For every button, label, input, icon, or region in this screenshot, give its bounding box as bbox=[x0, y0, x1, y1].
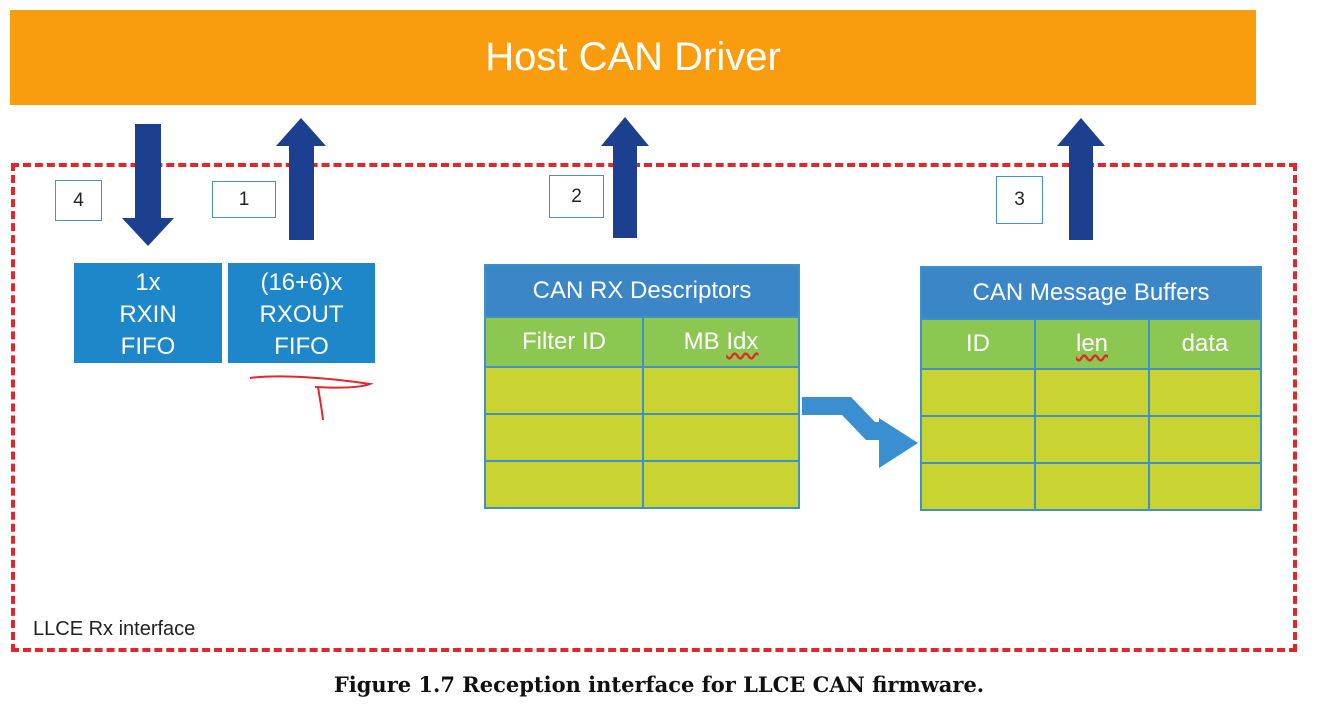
can-rx-descriptors-table: CAN RX Descriptors Filter ID MB Idx bbox=[484, 264, 800, 509]
rxout-fifo-type: FIFO bbox=[274, 333, 329, 360]
buffers-col-len: len bbox=[1034, 318, 1150, 370]
mb-idx-squiggle-word: Idx bbox=[726, 328, 759, 355]
table-cell bbox=[1034, 415, 1150, 464]
buffers-col-id: ID bbox=[920, 318, 1036, 370]
arrow-up-rxout bbox=[276, 118, 326, 240]
table-cell bbox=[920, 415, 1036, 464]
rxout-fifo-name: RXOUT bbox=[259, 301, 344, 328]
descriptors-col-filter-id: Filter ID bbox=[484, 316, 644, 368]
table-cell bbox=[920, 368, 1036, 417]
descriptors-col-mb-idx: MB Idx bbox=[642, 316, 800, 368]
table-cell bbox=[920, 462, 1036, 511]
rxout-fifo-count: (16+6)x bbox=[260, 269, 343, 296]
llce-rx-interface-label: LLCE Rx interface bbox=[33, 618, 196, 640]
rxin-fifo-name: RXIN bbox=[119, 301, 177, 328]
len-squiggle-word: len bbox=[1075, 330, 1109, 357]
rxin-fifo: 1x RXIN FIFO bbox=[74, 263, 222, 363]
table-cell bbox=[642, 413, 800, 462]
red-annotation-mark bbox=[249, 375, 374, 421]
rxin-fifo-count: 1x bbox=[135, 269, 161, 296]
buffers-title: CAN Message Buffers bbox=[920, 266, 1262, 320]
can-message-buffers-table: CAN Message Buffers ID len data bbox=[920, 266, 1262, 511]
table-cell bbox=[484, 460, 644, 509]
buffers-col-data: data bbox=[1148, 318, 1262, 370]
host-can-driver-label: Host CAN Driver bbox=[485, 35, 781, 79]
step-3-box: 3 bbox=[996, 176, 1043, 224]
rxin-fifo-type: FIFO bbox=[120, 333, 176, 360]
table-cell bbox=[1148, 462, 1262, 511]
llce-rx-interface-boundary bbox=[11, 163, 1297, 652]
arrow-descriptors-to-buffers bbox=[802, 397, 918, 468]
table-cell bbox=[642, 366, 800, 415]
table-cell bbox=[484, 366, 644, 415]
table-cell bbox=[484, 413, 644, 462]
host-can-driver: Host CAN Driver bbox=[10, 10, 1256, 105]
step-1-box: 1 bbox=[212, 181, 276, 218]
step-2-box: 2 bbox=[549, 175, 604, 218]
arrow-up-message-buffers bbox=[1057, 118, 1105, 240]
table-cell bbox=[1034, 462, 1150, 511]
table-cell bbox=[642, 460, 800, 509]
table-cell bbox=[1148, 368, 1262, 417]
table-cell bbox=[1034, 368, 1150, 417]
figure-caption: Figure 1.7 Reception interface for LLCE … bbox=[333, 672, 985, 697]
rxout-fifo: (16+6)x RXOUT FIFO bbox=[228, 263, 375, 363]
descriptors-title: CAN RX Descriptors bbox=[484, 264, 800, 318]
table-cell bbox=[1148, 415, 1262, 464]
arrow-down-rxin bbox=[122, 124, 174, 246]
arrow-up-descriptors bbox=[601, 117, 649, 238]
step-4-box: 4 bbox=[55, 180, 102, 221]
